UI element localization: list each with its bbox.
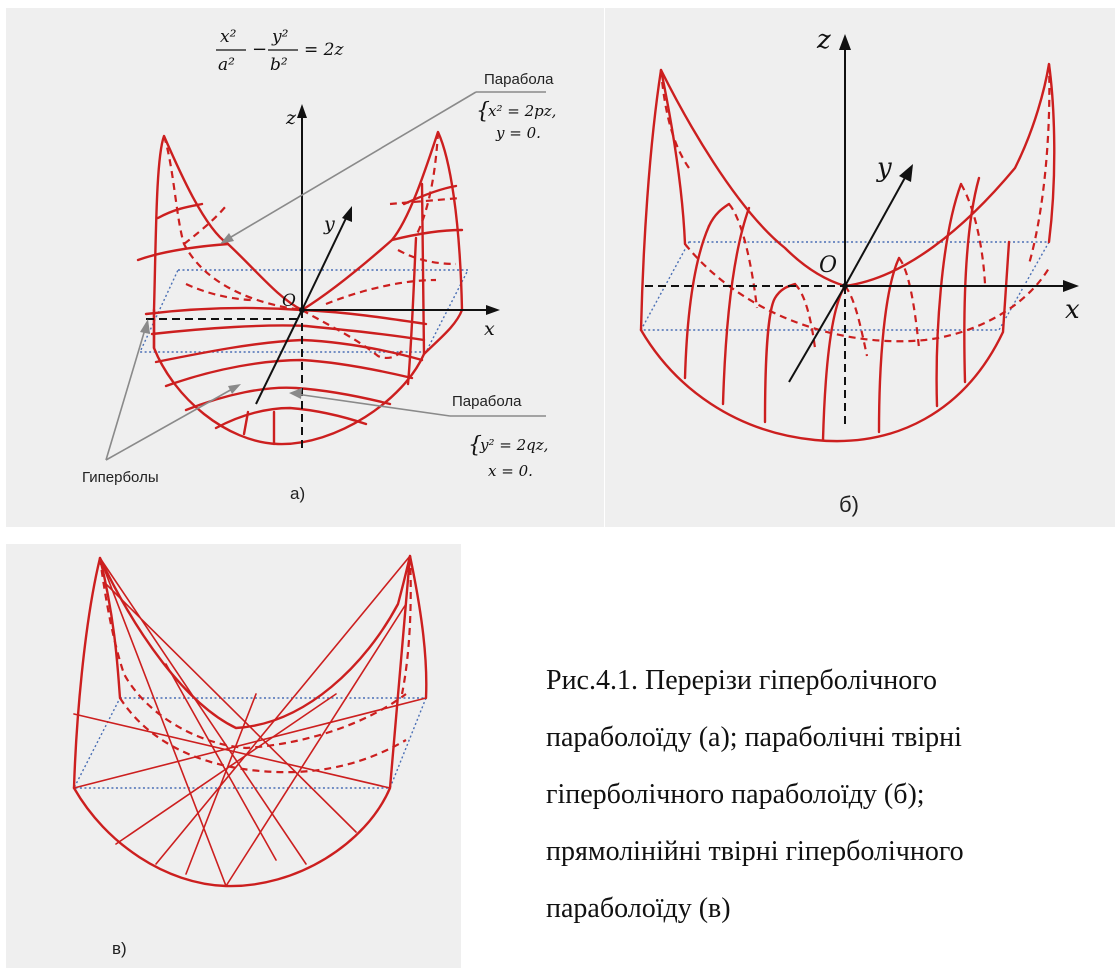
formula-den1: a² (218, 55, 235, 75)
origin-label: O (819, 253, 837, 278)
callout-bottom-eq1: y² = 2qz, (479, 436, 548, 454)
axis-z-label: z (285, 107, 297, 129)
hyperbolas-label: Гиперболы (82, 469, 159, 486)
panel-c-rectilinear-generators: в) (6, 544, 461, 968)
hidden-curves (162, 131, 461, 359)
panel-a-sections: x² a² − y² b² = 2z (6, 8, 604, 527)
callout-top-eq1: x² = 2pz, (488, 102, 556, 120)
panel-a-figure: x² a² − y² b² = 2z (82, 27, 556, 503)
origin-label: O (282, 291, 296, 311)
svg-text:{: { (476, 99, 490, 124)
panel-b-figure: z x y O б) (639, 25, 1080, 517)
callout-hyperbolas: Гиперболы (82, 319, 241, 486)
callout-bottom: Парабола { y² = 2qz, x = 0. (289, 388, 548, 480)
axis-x-label: x (484, 318, 495, 340)
callout-bottom-label: Парабола (452, 393, 522, 410)
axis-y-label: y (876, 153, 892, 183)
svg-text:−: − (252, 39, 267, 60)
formula-rhs: = 2z (304, 40, 344, 60)
bounding-rectangle (138, 269, 470, 353)
hidden-curves (98, 555, 412, 774)
panel-b-parabolic-generators: z x y O б) (605, 8, 1115, 527)
axes: z x y O (645, 25, 1080, 428)
panel-b-label: б) (839, 492, 859, 517)
panel-c-figure: в) (72, 554, 428, 958)
panel-c-label: в) (112, 939, 127, 958)
callout-top: Парабола { x² = 2pz, y = 0. (220, 71, 556, 244)
caption-line-5: параболоїду (в) (546, 893, 731, 924)
caption-line-2: параболоїду (а); параболічні твірні (546, 722, 962, 753)
formula: x² a² − y² b² = 2z (216, 27, 344, 75)
caption-line-1: Рис.4.1. Перерізи гіперболічного (546, 665, 938, 696)
panel-a-label: а) (290, 484, 305, 503)
figure-caption: Рис.4.1. Перерізи гіперболічного парабол… (546, 652, 1106, 937)
saddle-surface (639, 62, 1056, 443)
saddle-surface (136, 130, 464, 446)
caption-line-3: гіперболічного параболоїду (б); (546, 779, 925, 810)
axes: z x y O (146, 104, 500, 448)
formula-num2: y² (271, 27, 289, 47)
bounding-rectangle (72, 697, 428, 789)
hidden-curves (659, 63, 1051, 357)
formula-num1: x² (220, 27, 237, 47)
axis-x-label: x (1065, 295, 1080, 325)
axis-y-label: y (323, 213, 335, 235)
formula-den2: b² (270, 55, 288, 75)
axis-z-label: z (816, 25, 831, 55)
caption-line-4: прямолінійні твірні гіперболічного (546, 836, 964, 867)
rectilinear-generators (73, 555, 427, 887)
callout-top-label: Парабола (484, 71, 554, 88)
bounding-rectangle (639, 241, 1051, 331)
callout-top-eq2: y = 0. (495, 124, 541, 142)
callout-bottom-eq2: x = 0. (488, 462, 533, 480)
svg-text:{: { (468, 433, 482, 458)
